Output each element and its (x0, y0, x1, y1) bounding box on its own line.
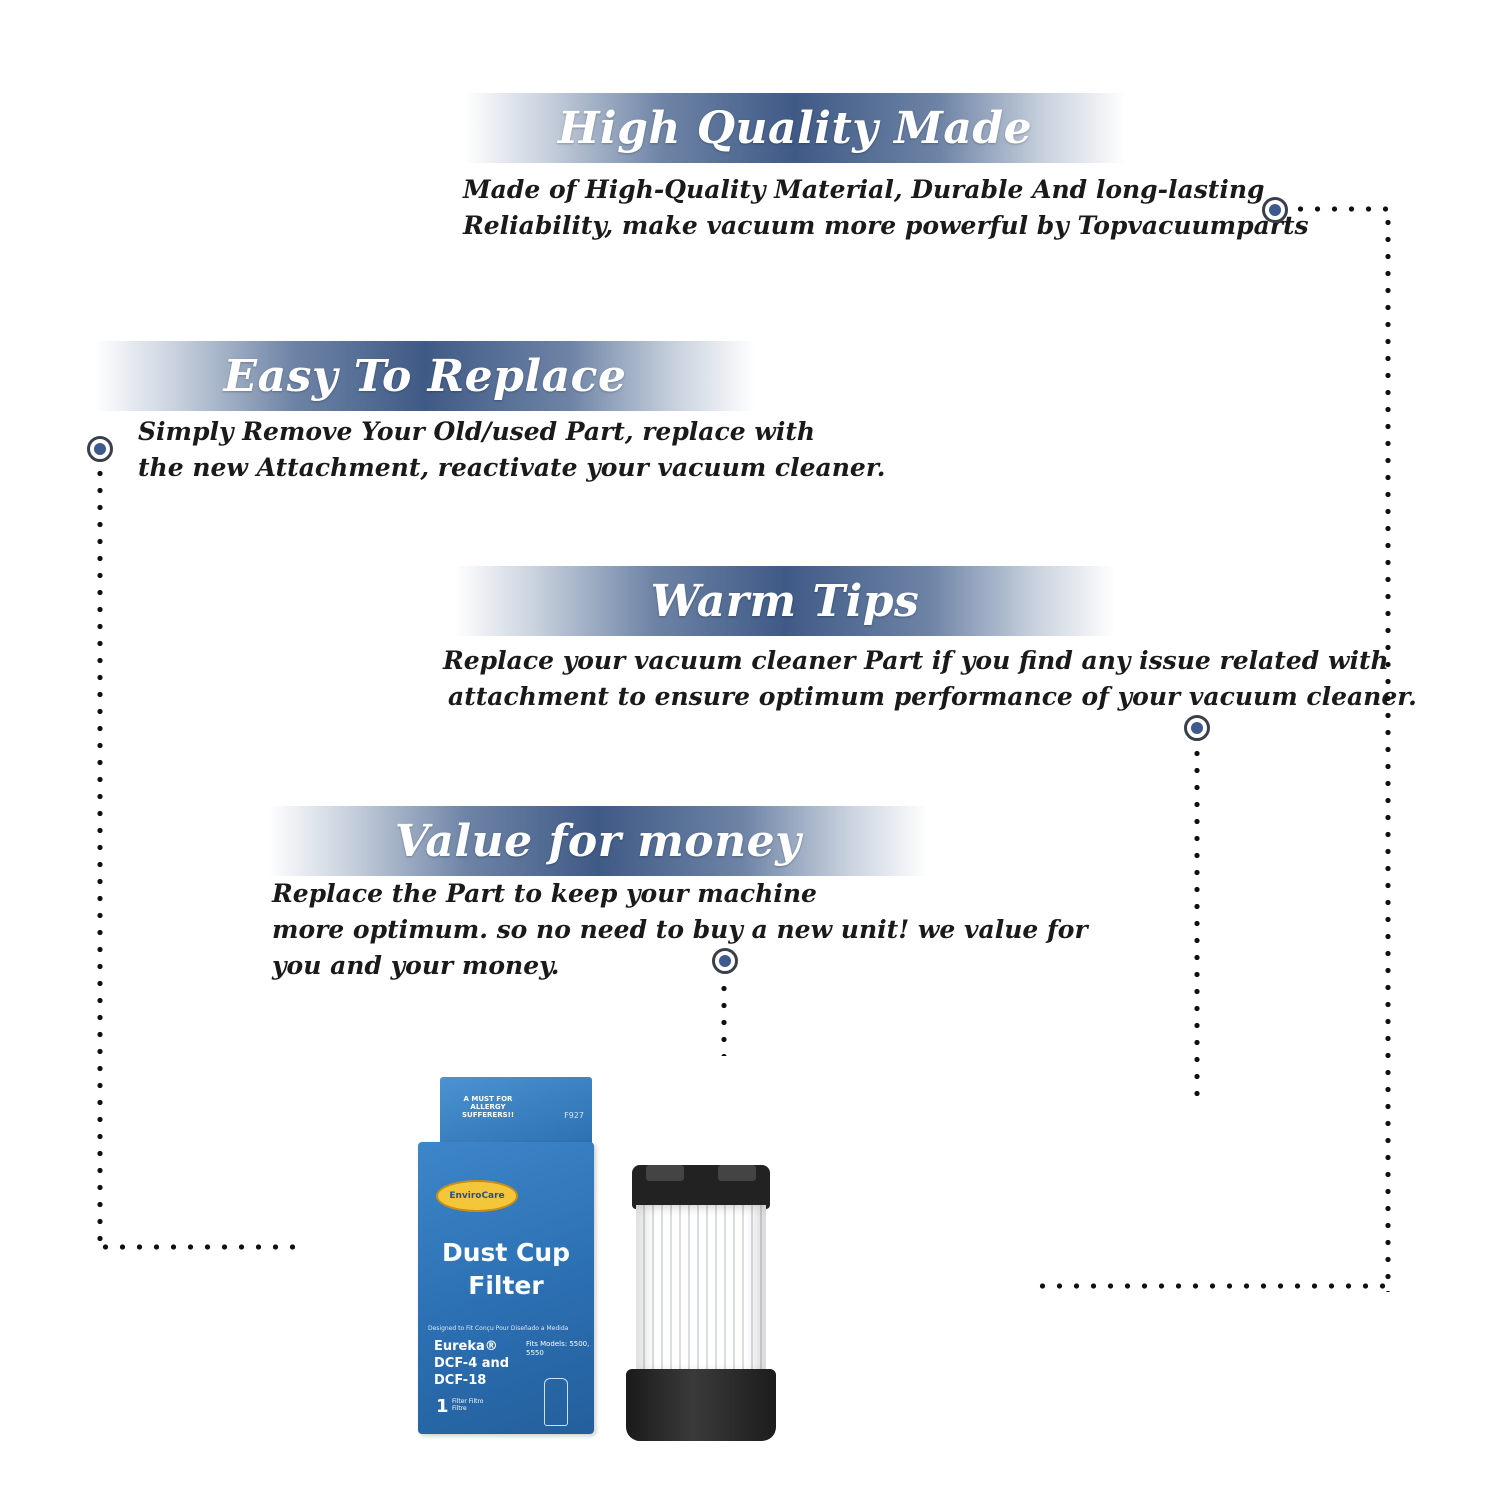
banner-title: Easy To Replace (223, 350, 627, 402)
dotted-connector (1034, 1283, 1390, 1289)
description-line: more optimum. so no need to buy a new un… (272, 915, 1088, 944)
filter-cap-notch (718, 1165, 756, 1181)
description-line: Replace the Part to keep your machine (272, 879, 817, 908)
filter-cap (632, 1165, 770, 1209)
marker-circle-icon (87, 436, 113, 462)
banner-value-money: Value for money (268, 806, 928, 876)
description-line: Reliability, make vacuum more powerful b… (463, 211, 1309, 240)
box-fits-label: Designed to Fit Conçu Pour Diseñado a Me… (428, 1325, 569, 1332)
filter-pleats (636, 1205, 766, 1375)
filter-base (626, 1369, 776, 1441)
box-models: Eureka® DCF-4 and DCF-18 (434, 1338, 524, 1389)
description-value-money: Replace the Part to keep your machine mo… (272, 876, 1088, 984)
dotted-connector (1292, 206, 1392, 212)
box-title-line1: Dust Cup (441, 1238, 571, 1267)
banner-title: Warm Tips (650, 575, 920, 627)
description-line: Made of High-Quality Material, Durable A… (463, 175, 1265, 204)
dotted-connector (721, 980, 727, 1056)
dotted-connector (1194, 745, 1200, 1107)
box-code: F927 (564, 1111, 584, 1120)
box-fits-models: Fits Models: 5500, 5550 (526, 1340, 590, 1357)
description-warm-tips: Replace your vacuum cleaner Part if you … (443, 643, 1417, 715)
marker-circle-icon (712, 948, 738, 974)
filter-image (620, 1155, 782, 1445)
description-easy-replace: Simply Remove Your Old/used Part, replac… (138, 414, 885, 486)
box-count: 1 (436, 1396, 449, 1417)
description-line: you and your money. (272, 951, 560, 980)
banner-title: Value for money (394, 815, 802, 867)
vacuum-icon (544, 1378, 568, 1426)
banner-warm-tips: Warm Tips (455, 566, 1115, 636)
description-line: Replace your vacuum cleaner Part if you … (443, 646, 1389, 675)
description-line: the new Attachment, reactivate your vacu… (138, 453, 886, 482)
banner-high-quality: High Quality Made (465, 93, 1125, 163)
box-count-label: Filter Filtro Filtre (452, 1398, 484, 1412)
box-model-line: Eureka® (434, 1339, 498, 1354)
description-high-quality: Made of High-Quality Material, Durable A… (463, 172, 1309, 244)
dotted-connector (97, 465, 103, 1251)
product-box-top: A MUST FOR ALLERGY SUFFERERS!! F927 (440, 1077, 592, 1149)
dotted-connector (97, 1244, 301, 1250)
box-model-line: DCF-18 (434, 1373, 487, 1388)
brand-logo: EnviroCare (436, 1180, 518, 1212)
banner-title: High Quality Made (557, 102, 1033, 154)
box-title-line2: Filter (468, 1271, 544, 1300)
filter-cap-notch (646, 1165, 684, 1181)
box-model-line: DCF-4 and (434, 1356, 510, 1371)
product-box: EnviroCare Dust Cup Filter Designed to F… (418, 1142, 594, 1434)
description-line: attachment to ensure optimum performance… (448, 682, 1417, 711)
marker-circle-icon (1184, 715, 1210, 741)
banner-easy-replace: Easy To Replace (95, 341, 755, 411)
marker-circle-icon (1262, 197, 1288, 223)
box-top-text: A MUST FOR ALLERGY SUFFERERS!! (461, 1095, 515, 1119)
dotted-connector (1385, 214, 1391, 1292)
description-line: Simply Remove Your Old/used Part, replac… (138, 417, 816, 446)
